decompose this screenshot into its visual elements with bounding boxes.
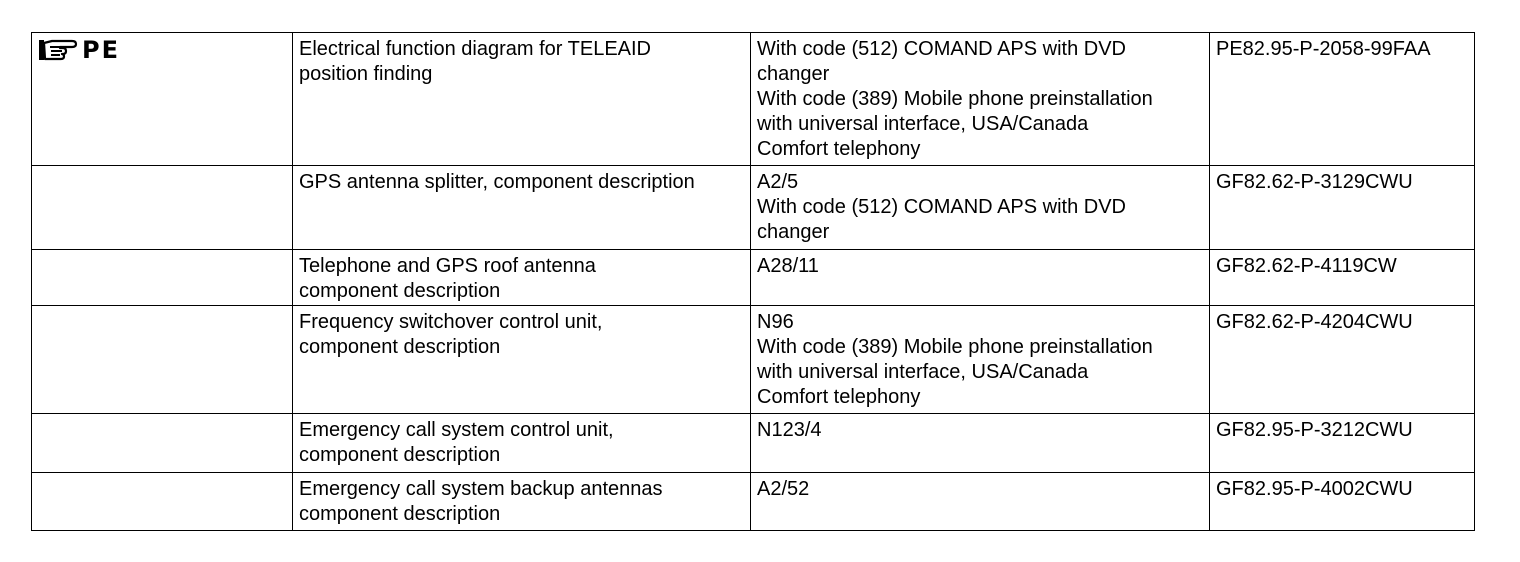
condition-line: with universal interface, USA/Canada bbox=[757, 361, 1089, 383]
document-reference-link[interactable]: GF82.62-P-3129CWU bbox=[1216, 171, 1413, 193]
condition-line: A28/11 bbox=[757, 255, 819, 277]
description-line: Telephone and GPS roof antenna bbox=[299, 255, 596, 277]
document-reference-link[interactable]: GF82.95-P-3212CWU bbox=[1216, 419, 1413, 441]
table-row: GPS antenna splitter, component descript… bbox=[31, 165, 1475, 250]
condition-line: With code (512) COMAND APS with DVD bbox=[757, 38, 1126, 60]
empty-cell bbox=[31, 472, 293, 531]
condition-line: With code (512) COMAND APS with DVD bbox=[757, 196, 1126, 218]
table-row: Emergency call system backup antennas co… bbox=[31, 472, 1475, 531]
description-line: component description bbox=[299, 336, 501, 358]
description-cell: Electrical function diagram for TELEAID … bbox=[292, 32, 751, 166]
description-line: component description bbox=[299, 503, 501, 525]
pointing-hand-icon bbox=[39, 39, 78, 61]
reference-cell: GF82.95-P-4002CWU bbox=[1209, 472, 1475, 531]
conditions-cell: A2/52 bbox=[750, 472, 1210, 531]
reference-table: PE Electrical function diagram for TELEA… bbox=[31, 32, 1475, 531]
document-type-label: PE bbox=[82, 36, 120, 64]
condition-line: With code (389) Mobile phone preinstalla… bbox=[757, 336, 1153, 358]
description-line: Frequency switchover control unit, bbox=[299, 311, 603, 333]
condition-line: A2/52 bbox=[757, 478, 810, 500]
empty-cell bbox=[31, 305, 293, 414]
description-cell: GPS antenna splitter, component descript… bbox=[292, 165, 751, 250]
conditions-cell: A2/5 With code (512) COMAND APS with DVD… bbox=[750, 165, 1210, 250]
document-reference-link[interactable]: GF82.62-P-4204CWU bbox=[1216, 311, 1413, 333]
description-line: component description bbox=[299, 444, 501, 466]
description-cell: Frequency switchover control unit, compo… bbox=[292, 305, 751, 414]
document-reference-link[interactable]: PE82.95-P-2058-99FAA bbox=[1216, 38, 1431, 60]
description-line: Electrical function diagram for TELEAID bbox=[299, 38, 652, 60]
empty-cell bbox=[31, 249, 293, 306]
reference-cell: GF82.62-P-4204CWU bbox=[1209, 305, 1475, 414]
condition-line: changer bbox=[757, 63, 830, 85]
description-line: position finding bbox=[299, 63, 433, 85]
description-line: Emergency call system backup antennas bbox=[299, 478, 663, 500]
description-cell: Telephone and GPS roof antenna component… bbox=[292, 249, 751, 306]
condition-line: N123/4 bbox=[757, 419, 822, 441]
table-row: Frequency switchover control unit, compo… bbox=[31, 305, 1475, 414]
description-line: Emergency call system control unit, bbox=[299, 419, 614, 441]
reference-cell: GF82.62-P-3129CWU bbox=[1209, 165, 1475, 250]
table-row: Telephone and GPS roof antenna component… bbox=[31, 249, 1475, 306]
description-cell: Emergency call system backup antennas co… bbox=[292, 472, 751, 531]
empty-cell bbox=[31, 165, 293, 250]
reference-cell: PE82.95-P-2058-99FAA bbox=[1209, 32, 1475, 166]
condition-line: with universal interface, USA/Canada bbox=[757, 113, 1089, 135]
table-row: PE Electrical function diagram for TELEA… bbox=[31, 32, 1475, 166]
condition-line: Comfort telephony bbox=[757, 138, 921, 160]
condition-line: A2/5 bbox=[757, 171, 799, 193]
document-reference-link[interactable]: GF82.62-P-4119CW bbox=[1216, 255, 1397, 277]
table-row: Emergency call system control unit, comp… bbox=[31, 413, 1475, 473]
description-cell: Emergency call system control unit, comp… bbox=[292, 413, 751, 473]
conditions-cell: With code (512) COMAND APS with DVD chan… bbox=[750, 32, 1210, 166]
condition-line: changer bbox=[757, 221, 830, 243]
conditions-cell: N96 With code (389) Mobile phone preinst… bbox=[750, 305, 1210, 414]
description-line: GPS antenna splitter, component descript… bbox=[299, 171, 695, 193]
reference-cell: GF82.62-P-4119CW bbox=[1209, 249, 1475, 306]
doc-type-cell: PE bbox=[31, 32, 293, 166]
description-line: component description bbox=[299, 280, 501, 302]
condition-line: N96 bbox=[757, 311, 794, 333]
condition-line: With code (389) Mobile phone preinstalla… bbox=[757, 88, 1153, 110]
document-reference-link[interactable]: GF82.95-P-4002CWU bbox=[1216, 478, 1413, 500]
empty-cell bbox=[31, 413, 293, 473]
condition-line: Comfort telephony bbox=[757, 386, 921, 408]
reference-cell: GF82.95-P-3212CWU bbox=[1209, 413, 1475, 473]
conditions-cell: A28/11 bbox=[750, 249, 1210, 306]
conditions-cell: N123/4 bbox=[750, 413, 1210, 473]
